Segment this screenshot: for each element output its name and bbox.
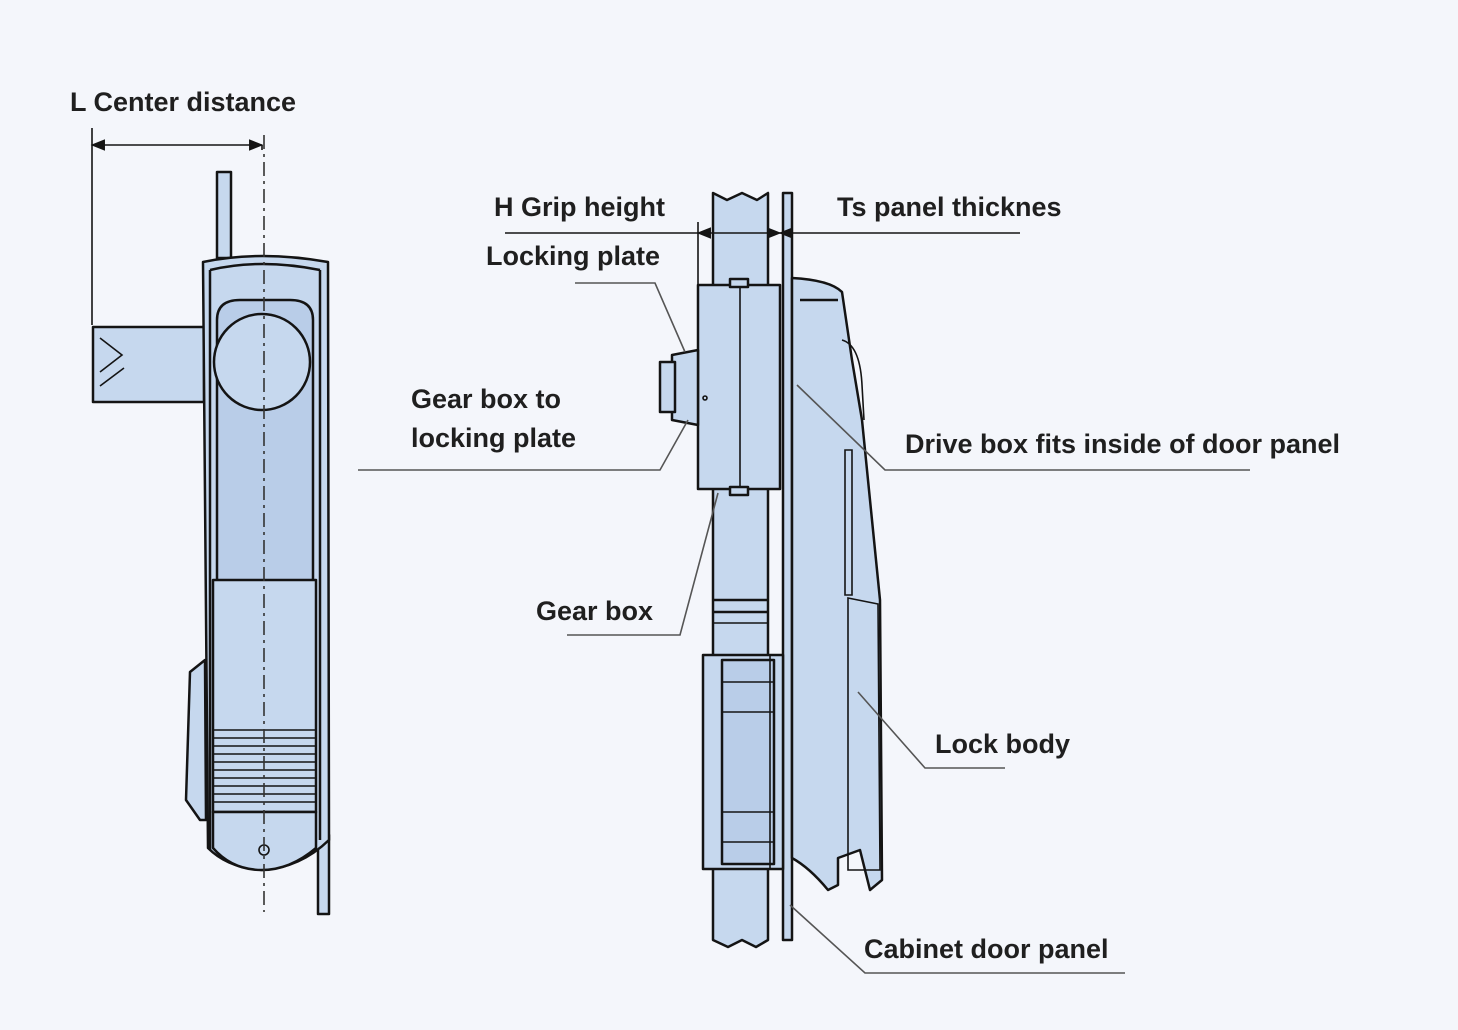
gear-box-to-locking-plate-label-line1: Gear box to <box>411 384 561 414</box>
grip-height-label: H Grip height <box>494 192 665 222</box>
panel-thickness-label: Ts panel thicknes <box>837 192 1062 222</box>
gear-box-label: Gear box <box>536 596 653 626</box>
leader-lines <box>358 282 1250 974</box>
locking-plate-label: Locking plate <box>486 241 660 271</box>
gear-box-to-locking-plate-label-line2: locking plate <box>411 423 576 453</box>
side-view-handle <box>505 191 1020 949</box>
cabinet-door-panel-label: Cabinet door panel <box>864 934 1109 964</box>
center-distance-label: L Center distance <box>70 87 296 117</box>
drive-box-label: Drive box fits inside of door panel <box>905 429 1340 459</box>
lock-body-label: Lock body <box>935 729 1070 759</box>
front-view-handle <box>90 128 331 916</box>
